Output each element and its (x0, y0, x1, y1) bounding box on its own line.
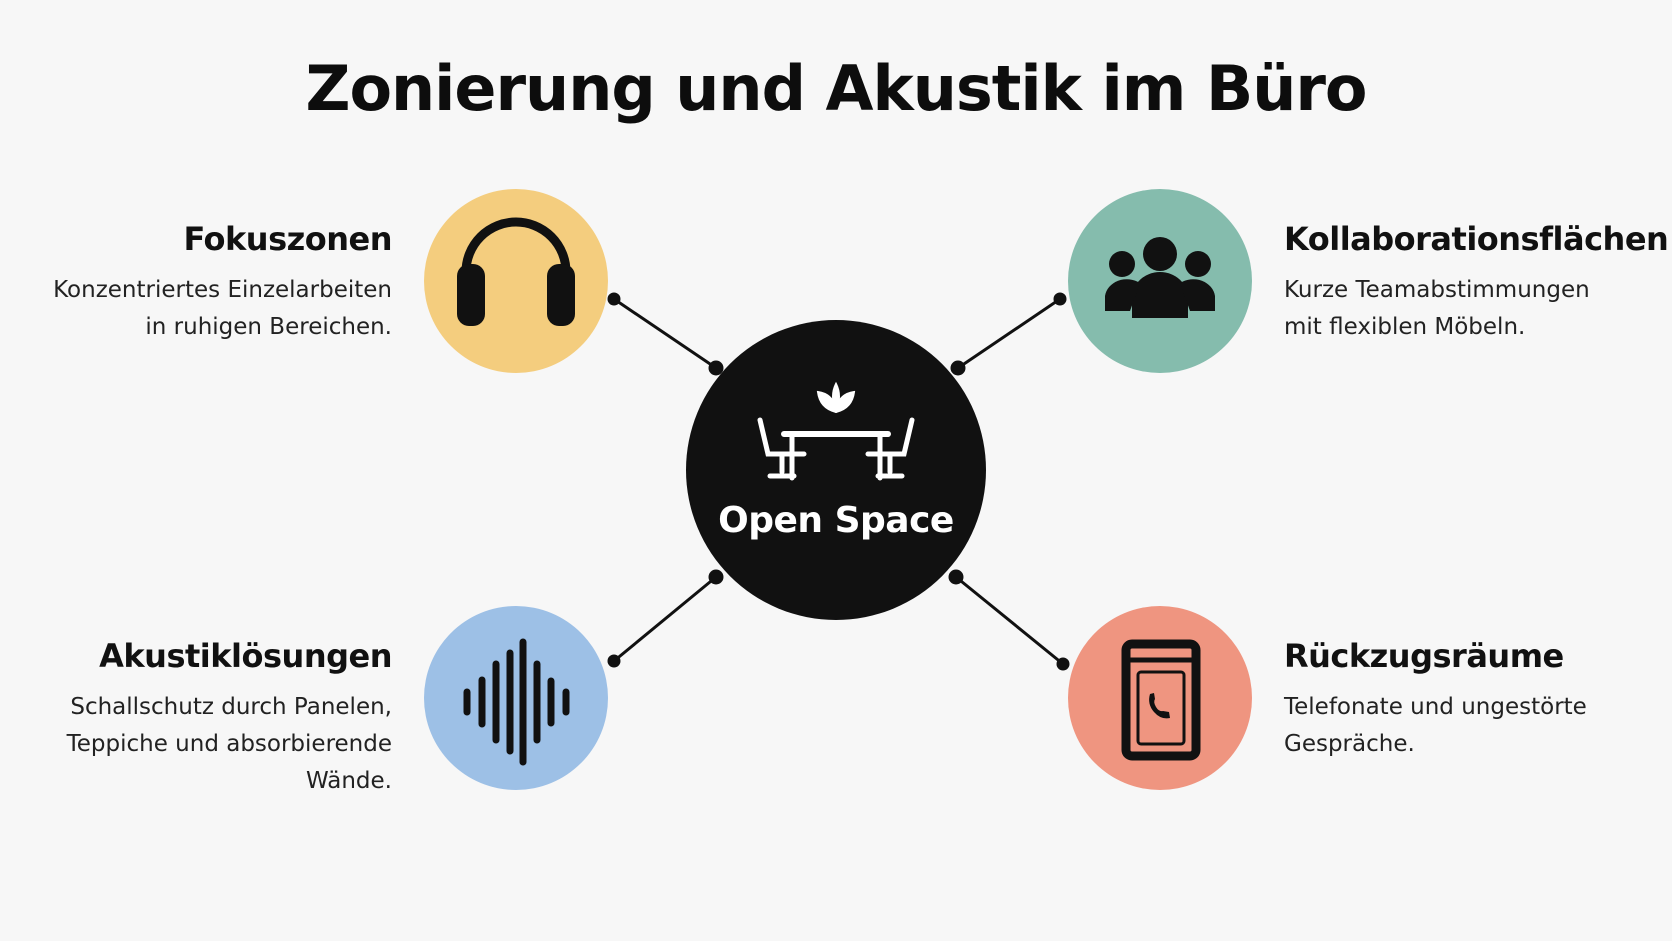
kollaborationsflaechen-description: Kurze Teamabstimmungen mit flexiblen Möb… (1284, 277, 1590, 340)
fokuszonen-title: Fokuszonen (183, 220, 392, 258)
akustikloesungen-title: Akustiklösungen (99, 637, 392, 675)
rueckzugsraeume-circle (1068, 606, 1252, 790)
office-table-with-plant-icon (757, 381, 915, 481)
connector-kollaborationsflaechen (950, 292, 1067, 376)
headphones-icon (457, 217, 575, 326)
akustikloesungen-description: Schallschutz durch Panelen, Teppiche und… (66, 694, 392, 794)
rueckzugsraeume-title: Rückzugsräume (1284, 637, 1564, 675)
rueckzugsraeume-description: Telefonate und ungestörte Gespräche. (1284, 694, 1587, 757)
fokuszonen-block: Fokuszonen Konzentriertes Einzelarbeiten… (0, 220, 392, 346)
kollaborationsflaechen-title: Kollaborationsflächen (1284, 220, 1669, 258)
sound-wave-icon (463, 638, 570, 766)
open-space-label: Open Space (718, 500, 954, 541)
akustikloesungen-circle (424, 606, 608, 790)
connector-fokuszonen (607, 292, 724, 376)
team-icon (1105, 237, 1215, 318)
fokuszonen-description: Konzentriertes Einzelarbeiten in ruhigen… (53, 277, 392, 340)
kollaborationsflaechen-block: Kollaborationsflächen Kurze Teamabstimmu… (1284, 220, 1672, 346)
open-space-circle (686, 320, 986, 620)
rueckzugsraeume-block: Rückzugsräume Telefonate und ungestörte … (1284, 637, 1672, 763)
connector-akustikloesungen (607, 569, 724, 668)
akustikloesungen-block: Akustiklösungen Schallschutz durch Panel… (0, 637, 393, 800)
phone-booth-icon (1121, 639, 1201, 761)
connector-rueckzugsraeume (948, 569, 1070, 671)
page-title: Zonierung und Akustik im Büro (305, 52, 1367, 125)
fokuszonen-circle (424, 189, 608, 373)
